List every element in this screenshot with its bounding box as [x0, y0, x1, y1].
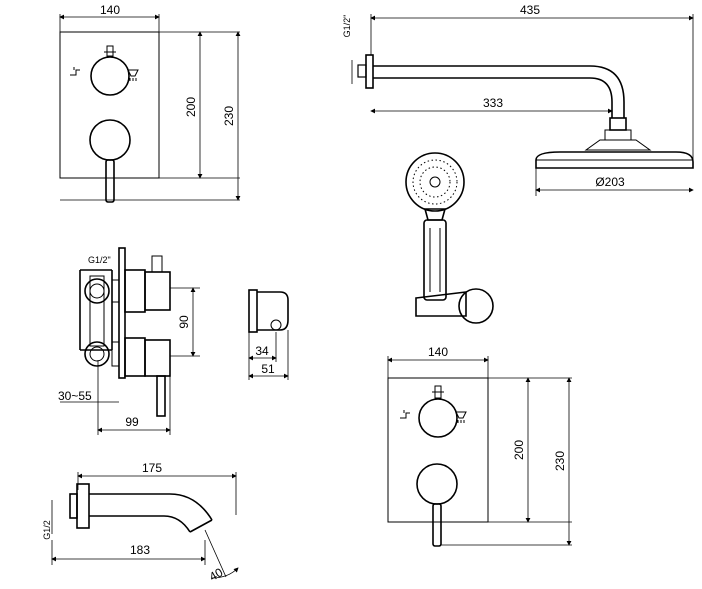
spout-top-edge — [89, 493, 213, 521]
mixer-knob — [89, 119, 131, 161]
wall-plate-side — [118, 247, 126, 379]
spout-bottom-edge — [89, 515, 191, 533]
shower-icon — [127, 69, 139, 81]
shower-head — [535, 151, 694, 169]
hand-shower-holder — [415, 291, 467, 317]
upper-knob-side — [144, 271, 171, 311]
mixer-handle — [105, 159, 115, 203]
spout-bottom-length-label: 183 — [130, 543, 150, 557]
plate2-width-label: 140 — [428, 345, 448, 359]
arm-pipe-upper — [373, 65, 625, 118]
tap-icon — [70, 67, 80, 76]
side-body-view: G1/2" 90 30~55 99 — [58, 247, 200, 435]
hand-shower-view — [405, 152, 494, 324]
spout-thread-label: G1/2 — [42, 520, 52, 540]
outlet-outer-label: 51 — [261, 362, 275, 376]
shower-arm-view: 435 G1/2" 333 Ø203 — [342, 3, 694, 196]
upper-inlet-fitting — [84, 278, 110, 304]
lower-inlet-fitting — [84, 341, 110, 367]
mixer-knob-2 — [416, 463, 458, 505]
lever-side — [156, 375, 166, 417]
hand-shower-handle — [423, 219, 447, 301]
mixer-handle-2 — [432, 503, 442, 547]
bottom-right-plate-view: 140 200 230 — [387, 345, 572, 547]
spout-angle-label: 40 — [207, 565, 226, 584]
arm-total-length-label: 435 — [520, 3, 540, 17]
wall-outlet-body — [257, 291, 289, 331]
plate2-outer-height-label: 230 — [553, 451, 567, 471]
body-spacing-label: 90 — [177, 315, 191, 329]
plate-outer-height-label: 230 — [222, 106, 236, 126]
arm-wall-flange — [365, 54, 374, 89]
plate2-inner-height-label: 200 — [512, 440, 526, 460]
body-thread-label: G1/2" — [88, 255, 111, 265]
arm-thread-label: G1/2" — [342, 15, 352, 38]
body-projection-label: 99 — [125, 415, 139, 429]
diverter-knob — [90, 56, 130, 96]
lower-knob-side — [144, 339, 171, 377]
diverter-lever — [106, 45, 114, 57]
body-depth-label: 30~55 — [58, 389, 92, 403]
arm-length-label: 333 — [483, 96, 503, 110]
top-left-plate-view: 140 200 230 — [59, 3, 241, 203]
shower-icon-2 — [455, 411, 467, 423]
spout-view: 175 G1/2 183 40 — [42, 461, 239, 584]
spout-top-length-label: 175 — [142, 461, 162, 475]
spout-flange — [76, 483, 90, 529]
tap-icon-2 — [400, 410, 410, 419]
outlet-inner-label: 34 — [255, 344, 269, 358]
plate-width-label: 140 — [100, 3, 120, 17]
diverter-knob-2 — [418, 398, 458, 438]
wall-outlet-view: 34 51 — [248, 289, 289, 380]
head-diameter-label: Ø203 — [595, 175, 625, 189]
plate-inner-height-label: 200 — [184, 97, 198, 117]
hand-shower-head — [405, 152, 465, 212]
arm-pipe-lower — [373, 77, 613, 118]
